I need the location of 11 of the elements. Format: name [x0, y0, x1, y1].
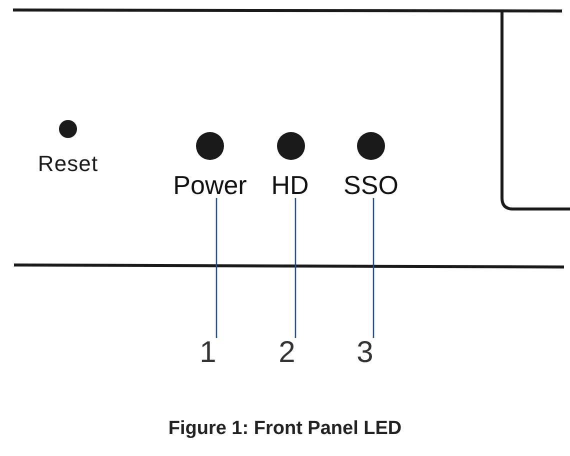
led-label: HD [271, 172, 309, 198]
callout-number: 1 [200, 338, 216, 368]
button-label: Reset [38, 153, 98, 175]
leader-line [216, 198, 218, 338]
led-label: SSO [344, 172, 398, 198]
led-label: Power [173, 172, 247, 198]
leader-line [294, 198, 296, 338]
figure-caption: Figure 1: Front Panel LED [168, 419, 402, 438]
callout-number: 3 [356, 338, 374, 368]
leader-line [372, 198, 374, 338]
callout-number: 2 [278, 338, 296, 368]
